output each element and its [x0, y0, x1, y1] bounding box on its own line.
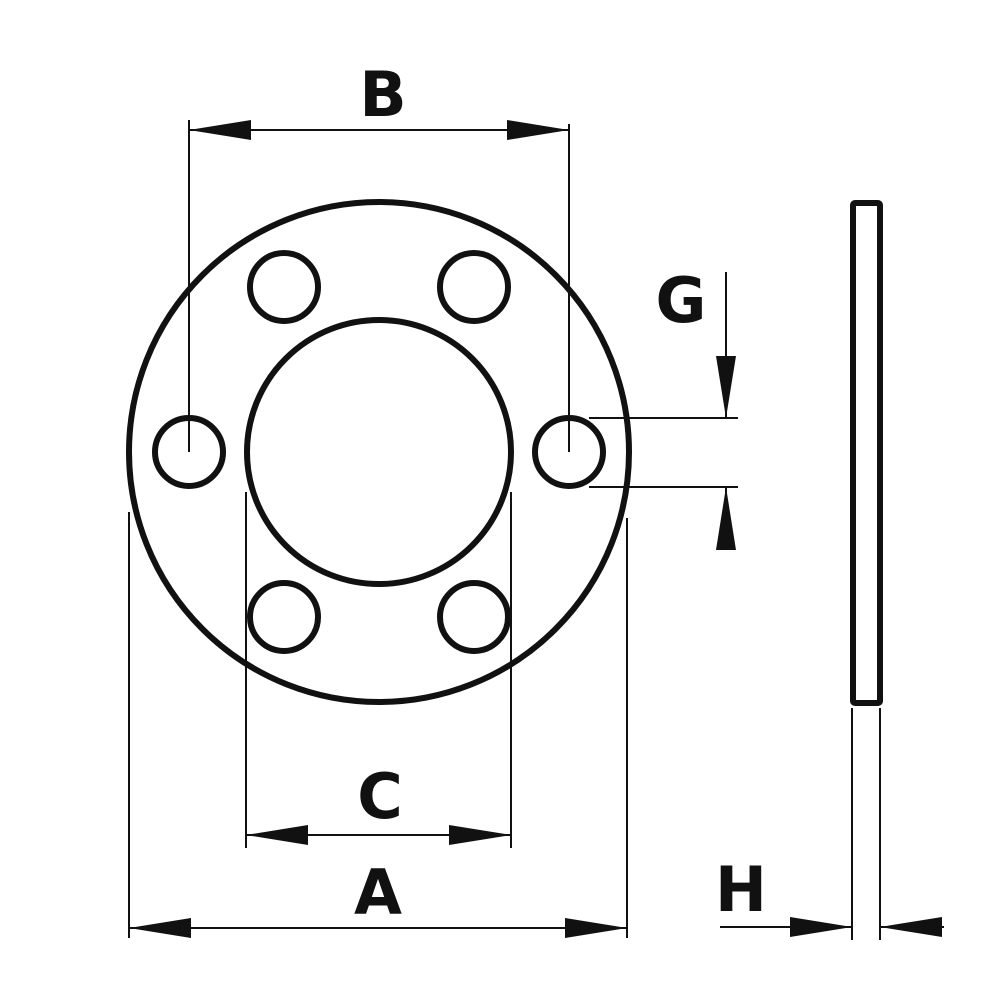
dimension-a: A: [128, 512, 628, 938]
label-a: A: [354, 856, 402, 929]
arrow-head: [716, 487, 736, 550]
gasket-front-view: [126, 199, 632, 705]
gasket-side-view: [850, 200, 883, 706]
label-b: B: [359, 58, 406, 131]
outer-edge: [126, 199, 632, 705]
arrow-head: [129, 918, 191, 938]
dimension-c: C: [245, 492, 512, 848]
label-c: C: [357, 760, 403, 833]
arrow-head: [246, 825, 308, 845]
arrow-head: [790, 917, 852, 937]
dimension-g: G: [589, 264, 738, 550]
arrow-head: [716, 356, 736, 418]
bolt-hole-top-right: [437, 250, 511, 324]
arrow-head: [565, 918, 627, 938]
bolt-hole-bottom-right: [437, 580, 511, 654]
arrow-head: [189, 120, 251, 140]
arrow-head: [880, 917, 942, 937]
dimension-h: H: [715, 708, 944, 940]
bolt-hole-bottom-left: [247, 580, 321, 654]
bolt-hole-top-left: [247, 250, 321, 324]
arrow-head: [449, 825, 511, 845]
label-g: G: [656, 264, 707, 337]
arrow-head: [507, 120, 569, 140]
dimension-b: B: [188, 58, 570, 452]
label-h: H: [715, 853, 767, 926]
inner-bore: [244, 317, 514, 587]
